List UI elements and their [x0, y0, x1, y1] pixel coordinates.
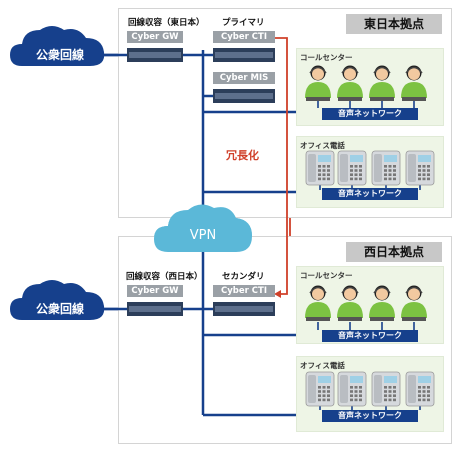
- west-call-center-label: コールセンター: [300, 271, 353, 280]
- west-call-center-network: 音声ネットワーク: [322, 330, 418, 342]
- east-call-center-label: コールセンター: [300, 53, 353, 62]
- cloud-icon: [10, 280, 105, 320]
- east-call-center-network: 音声ネットワーク: [322, 108, 418, 120]
- redundancy-label: 冗長化: [226, 149, 259, 162]
- west-secondary-label: セカンダリ: [222, 272, 265, 282]
- west-site-title: 西日本拠点: [346, 242, 442, 262]
- vpn-label: VPN: [189, 228, 217, 243]
- east-line-label: 回線収容（東日本）: [128, 18, 205, 28]
- west-office-network: 音声ネットワーク: [322, 410, 418, 422]
- west-public-line-label: 公衆回線: [35, 302, 84, 316]
- east-office-network: 音声ネットワーク: [322, 188, 418, 200]
- east-site-title: 東日本拠点: [346, 14, 442, 34]
- west-cti-label: Cyber CTI: [213, 285, 275, 297]
- west-office-label: オフィス電話: [300, 361, 345, 370]
- east-office-label: オフィス電話: [300, 141, 345, 150]
- west-gw-label: Cyber GW: [127, 285, 183, 297]
- cloud-icon: [10, 26, 105, 66]
- east-gw-label: Cyber GW: [127, 31, 183, 43]
- east-primary-label: プライマリ: [222, 18, 265, 28]
- east-public-line-label: 公衆回線: [35, 48, 84, 62]
- west-line-label: 回線収容（西日本）: [126, 272, 203, 282]
- east-mis-label: Cyber MIS: [213, 72, 275, 84]
- east-cti-label: Cyber CTI: [213, 31, 275, 43]
